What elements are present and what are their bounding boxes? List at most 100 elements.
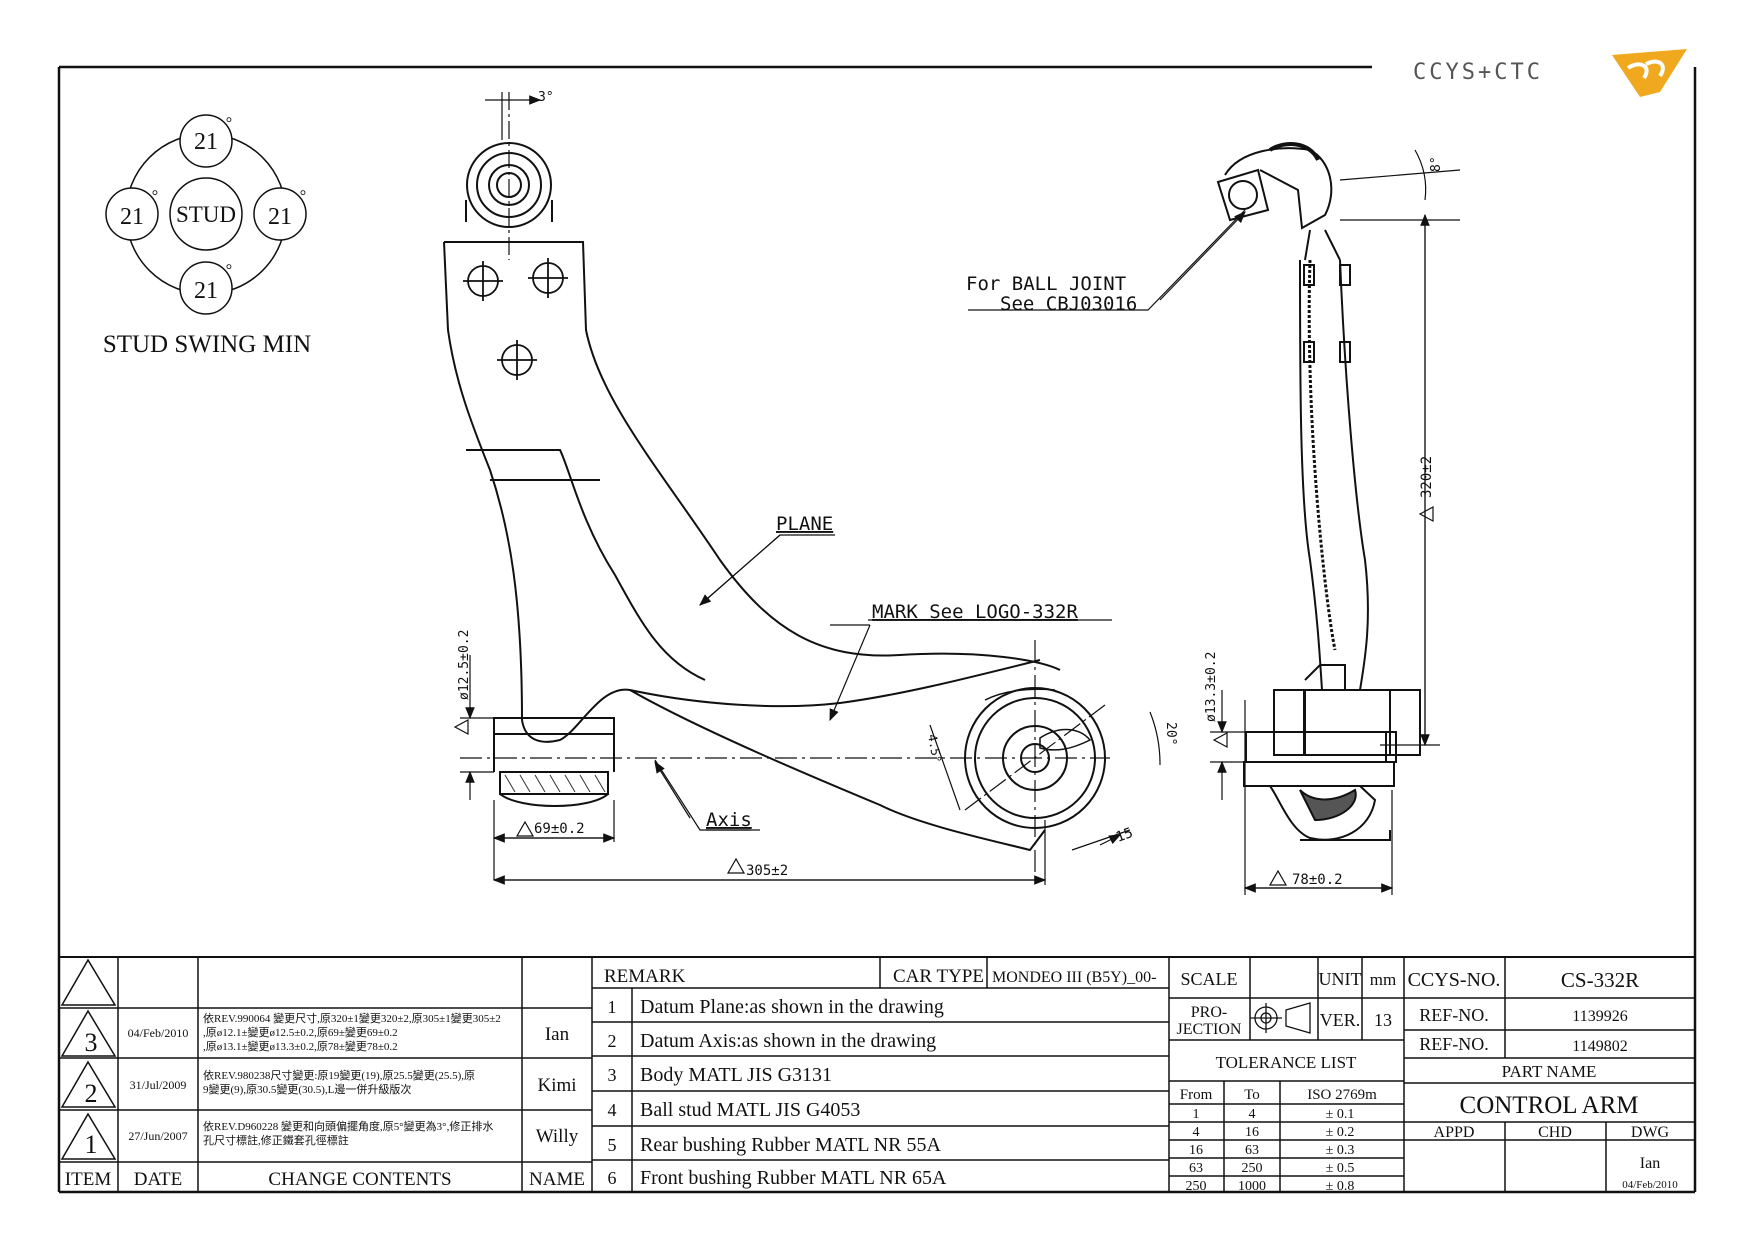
unit-value: mm xyxy=(1370,970,1396,989)
svg-text:CCYS+CTC: CCYS+CTC xyxy=(1413,60,1543,85)
stud-swing-diagram xyxy=(105,114,307,315)
ball-joint-note-line1: For BALL JOINT xyxy=(966,273,1126,295)
remark-text-2: Datum Axis:as shown in the drawing xyxy=(640,1030,936,1052)
swing-degree-left: ° xyxy=(152,188,158,205)
rev-date-2: 31/Jul/2009 xyxy=(130,1078,187,1092)
side-width-dim: 78±0.2 xyxy=(1292,872,1343,888)
title-block-grid xyxy=(59,957,1695,1192)
tol-to-2: 16 xyxy=(1245,1125,1259,1140)
ver-value: 13 xyxy=(1374,1010,1392,1030)
swing-degree-right: ° xyxy=(300,188,306,205)
front-view-control-arm xyxy=(443,142,1106,852)
side-view-control-arm xyxy=(1216,142,1421,841)
axis-label: Axis xyxy=(706,809,752,831)
height-dim: 320±2 xyxy=(1419,456,1435,498)
plane-label: PLANE xyxy=(776,513,833,535)
tol-header-std: ISO 2769m xyxy=(1307,1087,1377,1103)
tol-from-4: 63 xyxy=(1189,1161,1203,1176)
car-type-label: CAR TYPE xyxy=(893,966,984,987)
rev-name-2: Kimi xyxy=(537,1075,576,1096)
part-name-label: PART NAME xyxy=(1502,1062,1597,1081)
tol-val-4: ± 0.5 xyxy=(1326,1161,1355,1176)
rev-contents-1-line1: 依REV.D960228 變更和向頭偏擺角度,原5°變更為3°,修正排水 xyxy=(203,1119,493,1133)
stud-swing-caption: STUD SWING MIN xyxy=(103,331,311,358)
rev-name-3: Ian xyxy=(545,1024,570,1045)
tol-to-1: 4 xyxy=(1249,1107,1256,1122)
appd-label: APPD xyxy=(1434,1124,1475,1141)
swing-value-bottom: 21 xyxy=(194,278,218,304)
projection-label-line1: PRO- xyxy=(1191,1004,1227,1021)
dwg-label: DWG xyxy=(1631,1124,1670,1141)
remark-text-3: Body MATL JIS G3131 xyxy=(640,1064,832,1086)
ball-joint-note-line2: See CBJ03016 xyxy=(1000,293,1137,315)
scale-label: SCALE xyxy=(1180,969,1237,989)
tol-val-1: ± 0.1 xyxy=(1326,1107,1355,1122)
rev-item-3: 3 xyxy=(85,1028,98,1057)
angle-20-dim: 20° xyxy=(1163,722,1178,745)
rev-contents-3-line1: 依REV.990064 變更尺寸,原320±1變更320±2,原305±1變更3… xyxy=(203,1011,501,1025)
tol-header-to: To xyxy=(1244,1087,1260,1103)
remark-no-5: 5 xyxy=(608,1135,617,1155)
projection-label-line2: JECTION xyxy=(1177,1021,1242,1038)
swing-value-left: 21 xyxy=(120,204,144,230)
mark-logo-label: MARK See LOGO-332R xyxy=(872,601,1078,623)
ccys-no-label: CCYS-NO. xyxy=(1408,969,1501,991)
car-type-value: MONDEO III (B5Y)_00- xyxy=(992,969,1156,986)
side-view-dimension-lines xyxy=(968,149,1461,895)
tolerance-title: TOLERANCE LIST xyxy=(1216,1053,1357,1072)
swing-degree-bottom: ° xyxy=(226,262,232,279)
tol-to-5: 1000 xyxy=(1238,1179,1266,1194)
rear-bushing-dia-dim: ø12.5±0.2 xyxy=(457,630,472,700)
rev-name-1: Willy xyxy=(536,1126,579,1147)
rev-contents-2-line2: 9變更(9),原30.5變更(30.5),L邊一併升級版次 xyxy=(203,1082,411,1096)
remark-text-5: Rear bushing Rubber MATL NR 55A xyxy=(640,1134,941,1156)
dwg-date: 04/Feb/2010 xyxy=(1622,1179,1678,1191)
company-logo: CCYS+CTC xyxy=(1413,49,1687,97)
tol-val-2: ± 0.2 xyxy=(1326,1125,1355,1140)
front-view-dimension-lines xyxy=(460,92,1161,885)
stud-center-label: STUD xyxy=(176,202,236,227)
tol-to-4: 250 xyxy=(1242,1161,1263,1176)
rev-header-name: NAME xyxy=(529,1169,585,1190)
ref-no-value-1: 1139926 xyxy=(1572,1008,1627,1025)
rev-date-1: 27/Jun/2007 xyxy=(128,1129,187,1143)
remark-no-4: 4 xyxy=(608,1100,617,1120)
remark-text-4: Ball stud MATL JIS G4053 xyxy=(640,1099,860,1121)
front-bushing-dia-dim: ø13.3±0.2 xyxy=(1204,652,1219,722)
tol-from-3: 16 xyxy=(1189,1143,1203,1158)
ref-no-value-2: 1149802 xyxy=(1572,1038,1627,1055)
remark-header: REMARK xyxy=(604,966,686,987)
tol-to-3: 63 xyxy=(1245,1143,1259,1158)
angle-3-label: 3° xyxy=(538,90,554,105)
sheet-frame xyxy=(57,65,1697,1194)
remark-no-6: 6 xyxy=(608,1168,617,1188)
ccys-no-value: CS-332R xyxy=(1561,968,1639,992)
ref-no-label-1: REF-NO. xyxy=(1419,1005,1489,1025)
swing-value-top: 21 xyxy=(194,129,218,155)
remark-no-1: 1 xyxy=(608,997,617,1017)
remark-text-6: Front bushing Rubber MATL NR 65A xyxy=(640,1167,947,1189)
part-name-value: CONTROL ARM xyxy=(1460,1092,1639,1119)
rear-width-dim: 69±0.2 xyxy=(534,821,585,837)
angle-4-dim: 4.5° xyxy=(925,733,944,764)
projection-symbol-icon xyxy=(1250,1002,1311,1034)
remark-no-2: 2 xyxy=(608,1031,617,1051)
ver-label: VER. xyxy=(1320,1010,1361,1030)
rev-contents-3-line2: ,原ø12.1±變更ø12.5±0.2,原69±變更69±0.2 xyxy=(203,1025,398,1039)
tol-header-from: From xyxy=(1180,1087,1213,1103)
tol-val-3: ± 0.3 xyxy=(1326,1143,1355,1158)
swing-value-right: 21 xyxy=(268,204,292,230)
rev-contents-1-line2: 孔尺寸標註,修正鐵套孔徑標註 xyxy=(203,1133,349,1147)
rev-header-contents: CHANGE CONTENTS xyxy=(268,1169,451,1190)
tol-from-5: 250 xyxy=(1186,1179,1207,1194)
swing-degree-top: ° xyxy=(226,115,232,132)
tol-from-2: 4 xyxy=(1193,1125,1200,1140)
remark-text-1: Datum Plane:as shown in the drawing xyxy=(640,996,944,1018)
rev-item-2: 2 xyxy=(85,1079,98,1108)
chd-label: CHD xyxy=(1538,1124,1572,1141)
rev-contents-2-line1: 依REV.980238尺寸變更:原19變更(19),原25.5變更(25.5),… xyxy=(203,1068,475,1082)
angle-8-dim: 8° xyxy=(1429,156,1444,172)
dim-15: 15 xyxy=(1114,825,1135,846)
revision-triangles xyxy=(453,505,1434,886)
